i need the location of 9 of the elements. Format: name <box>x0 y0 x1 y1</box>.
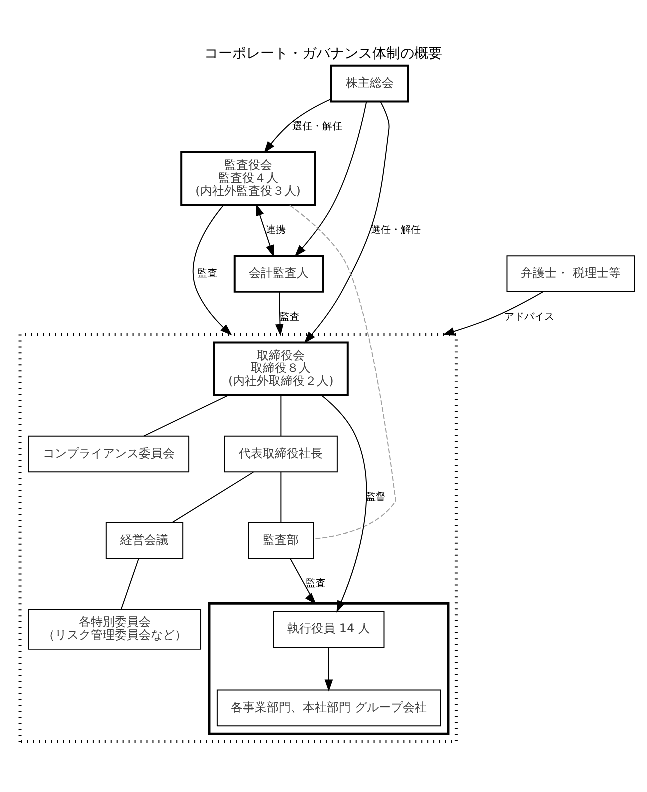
diagram-title: コーポレート・ガバナンス体制の概要 <box>204 46 442 62</box>
edge-label: 連携 <box>266 224 286 236</box>
edge-label: 監査 <box>306 578 326 590</box>
edge-label: 監査 <box>197 268 218 280</box>
edge-label: 選任・解任 <box>371 224 422 236</box>
edge-label: 監査 <box>280 311 300 322</box>
edge-label: 監督 <box>366 492 386 503</box>
edge-label: 選任・解任 <box>292 121 343 132</box>
edge-label: アドバイス <box>504 311 555 322</box>
